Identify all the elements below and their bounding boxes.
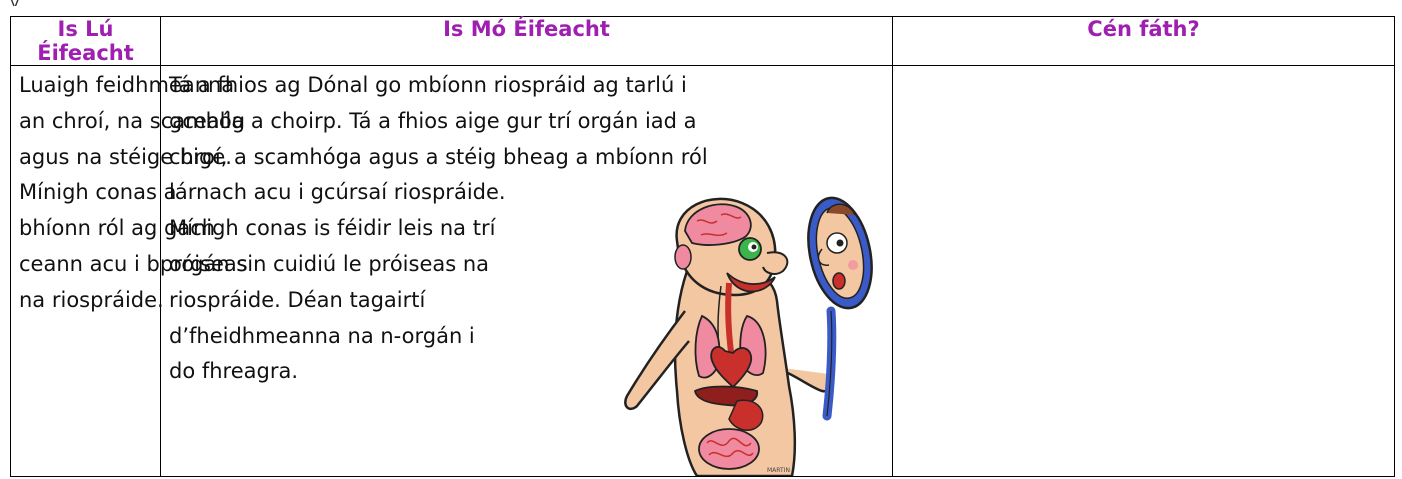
text-line: chroí, a scamhóga agus a stéig bheag a m… xyxy=(169,144,708,169)
text-line: bhíonn ról ag gach xyxy=(19,216,216,241)
reflection-mouth xyxy=(832,272,846,290)
text-line: orgán sin cuidiú le próiseas na xyxy=(169,251,490,276)
header-row: Is Lú Éifeacht Is Mó Éifeacht Cén fáth? xyxy=(10,16,1395,66)
text-line: na riospráide. xyxy=(19,287,164,312)
reflection-hair xyxy=(826,203,856,216)
text-line: riospráide. Déan tagairtí xyxy=(169,287,426,312)
left-arm xyxy=(624,310,690,411)
text-line: do fhreagra. xyxy=(169,359,299,384)
cell-why xyxy=(892,65,1395,477)
header-less-effective: Is Lú Éifeacht xyxy=(10,16,161,66)
assessment-table: Is Lú Éifeacht Is Mó Éifeacht Cén fáth? … xyxy=(10,16,1395,477)
why-text[interactable] xyxy=(893,66,1394,68)
text-line: Mínigh conas a xyxy=(19,180,177,205)
cell-more-effective: Tá a fhios ag Dónal go mbíonn riospráid … xyxy=(160,65,893,477)
stomach xyxy=(728,399,764,431)
mouth xyxy=(726,272,776,293)
body-row: Luaigh feidhmeanna an chroí, na scamhóg … xyxy=(10,65,1395,477)
text-line: Tá a fhios ag Dónal go mbíonn riospráid … xyxy=(169,73,687,97)
reflection-nose xyxy=(817,248,830,266)
text-line: Mínigh conas is féidir leis na trí xyxy=(169,216,496,241)
more-effective-text: Tá a fhios ag Dónal go mbíonn riospráid … xyxy=(161,66,892,390)
text-line: d’fheidhmeanna na n-orgán i xyxy=(169,323,475,348)
anatomy-illustration: MARTIN xyxy=(624,196,873,476)
text-line: Luaigh feidhmeanna xyxy=(19,73,235,97)
page-edge-mark: y xyxy=(10,0,28,6)
header-more-effective: Is Mó Éifeacht xyxy=(160,16,893,66)
artist-signature: MARTIN xyxy=(767,467,790,474)
cell-less-effective: Luaigh feidhmeanna an chroí, na scamhóg … xyxy=(10,65,248,477)
text-line: an chroí, na scamhóg xyxy=(19,108,246,133)
text-line: agus na stéige bige. xyxy=(19,144,232,169)
text-line: ceann acu i bpróiseas xyxy=(19,251,248,276)
text-line: gcealla a choirp. Tá a fhios aige gur tr… xyxy=(169,108,697,133)
less-effective-text: Luaigh feidhmeanna an chroí, na scamhóg … xyxy=(11,66,248,319)
nose xyxy=(762,251,789,275)
header-why: Cén fáth? xyxy=(892,16,1395,66)
text-line: lárnach acu i gcúrsaí riospráide. xyxy=(169,180,506,205)
small-intestine xyxy=(698,428,760,470)
ear xyxy=(674,244,692,270)
